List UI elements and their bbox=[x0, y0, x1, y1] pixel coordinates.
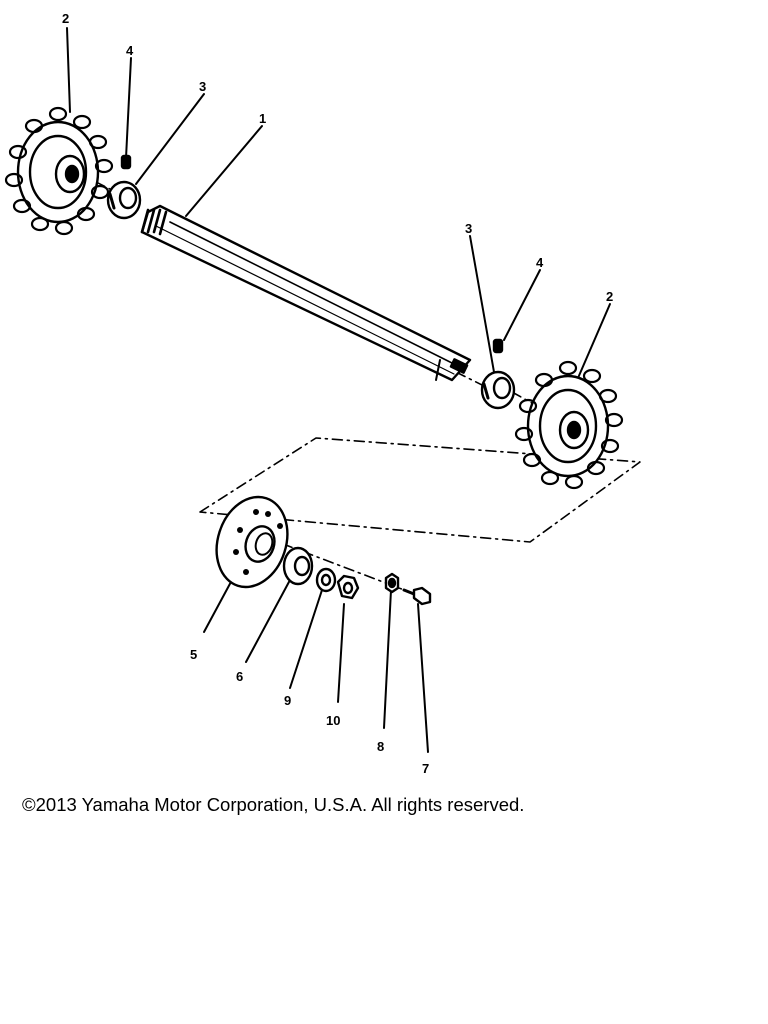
leader-3-right bbox=[469, 235, 495, 373]
bearing bbox=[282, 546, 314, 586]
callout-3-right: 3 bbox=[465, 221, 473, 236]
callout-10: 10 bbox=[326, 713, 341, 728]
callout-4-right: 4 bbox=[536, 255, 544, 270]
lock-nut bbox=[336, 574, 360, 600]
leader-7 bbox=[417, 603, 429, 753]
callout-2-right: 2 bbox=[606, 289, 614, 304]
copyright-notice: ©2013 Yamaha Motor Corporation, U.S.A. A… bbox=[22, 794, 525, 815]
callout-6: 6 bbox=[236, 669, 244, 684]
bolt bbox=[402, 586, 432, 606]
bearing-plate bbox=[215, 495, 289, 589]
washer bbox=[315, 567, 337, 593]
leader-9 bbox=[289, 589, 323, 689]
sprocket-right bbox=[514, 360, 624, 490]
callout-9: 9 bbox=[284, 693, 292, 708]
callout-3-left: 3 bbox=[199, 79, 207, 94]
leader-5 bbox=[203, 579, 233, 633]
leader-10 bbox=[337, 603, 345, 703]
sprocket-left bbox=[4, 106, 114, 236]
leader-8 bbox=[383, 589, 392, 729]
leader-2-left bbox=[66, 27, 71, 113]
callout-2-left: 2 bbox=[62, 11, 70, 26]
callout-7: 7 bbox=[422, 761, 430, 776]
leader-3-left bbox=[135, 93, 205, 185]
leader-lines bbox=[66, 27, 611, 753]
exploded-view-drawing bbox=[4, 27, 641, 753]
leader-2-right bbox=[577, 303, 611, 379]
callout-8: 8 bbox=[377, 739, 385, 754]
leader-4-left bbox=[125, 57, 132, 159]
callout-1: 1 bbox=[259, 111, 267, 126]
key-left bbox=[120, 154, 132, 170]
shaft bbox=[140, 204, 472, 382]
nut bbox=[384, 572, 400, 594]
leader-1 bbox=[185, 125, 263, 217]
collar-right bbox=[480, 370, 516, 410]
callout-5: 5 bbox=[190, 647, 198, 662]
leader-4-right bbox=[503, 269, 541, 341]
leader-6 bbox=[245, 579, 291, 663]
callout-4-left: 4 bbox=[126, 43, 134, 58]
key-right bbox=[492, 338, 504, 354]
collar-left bbox=[106, 180, 142, 220]
